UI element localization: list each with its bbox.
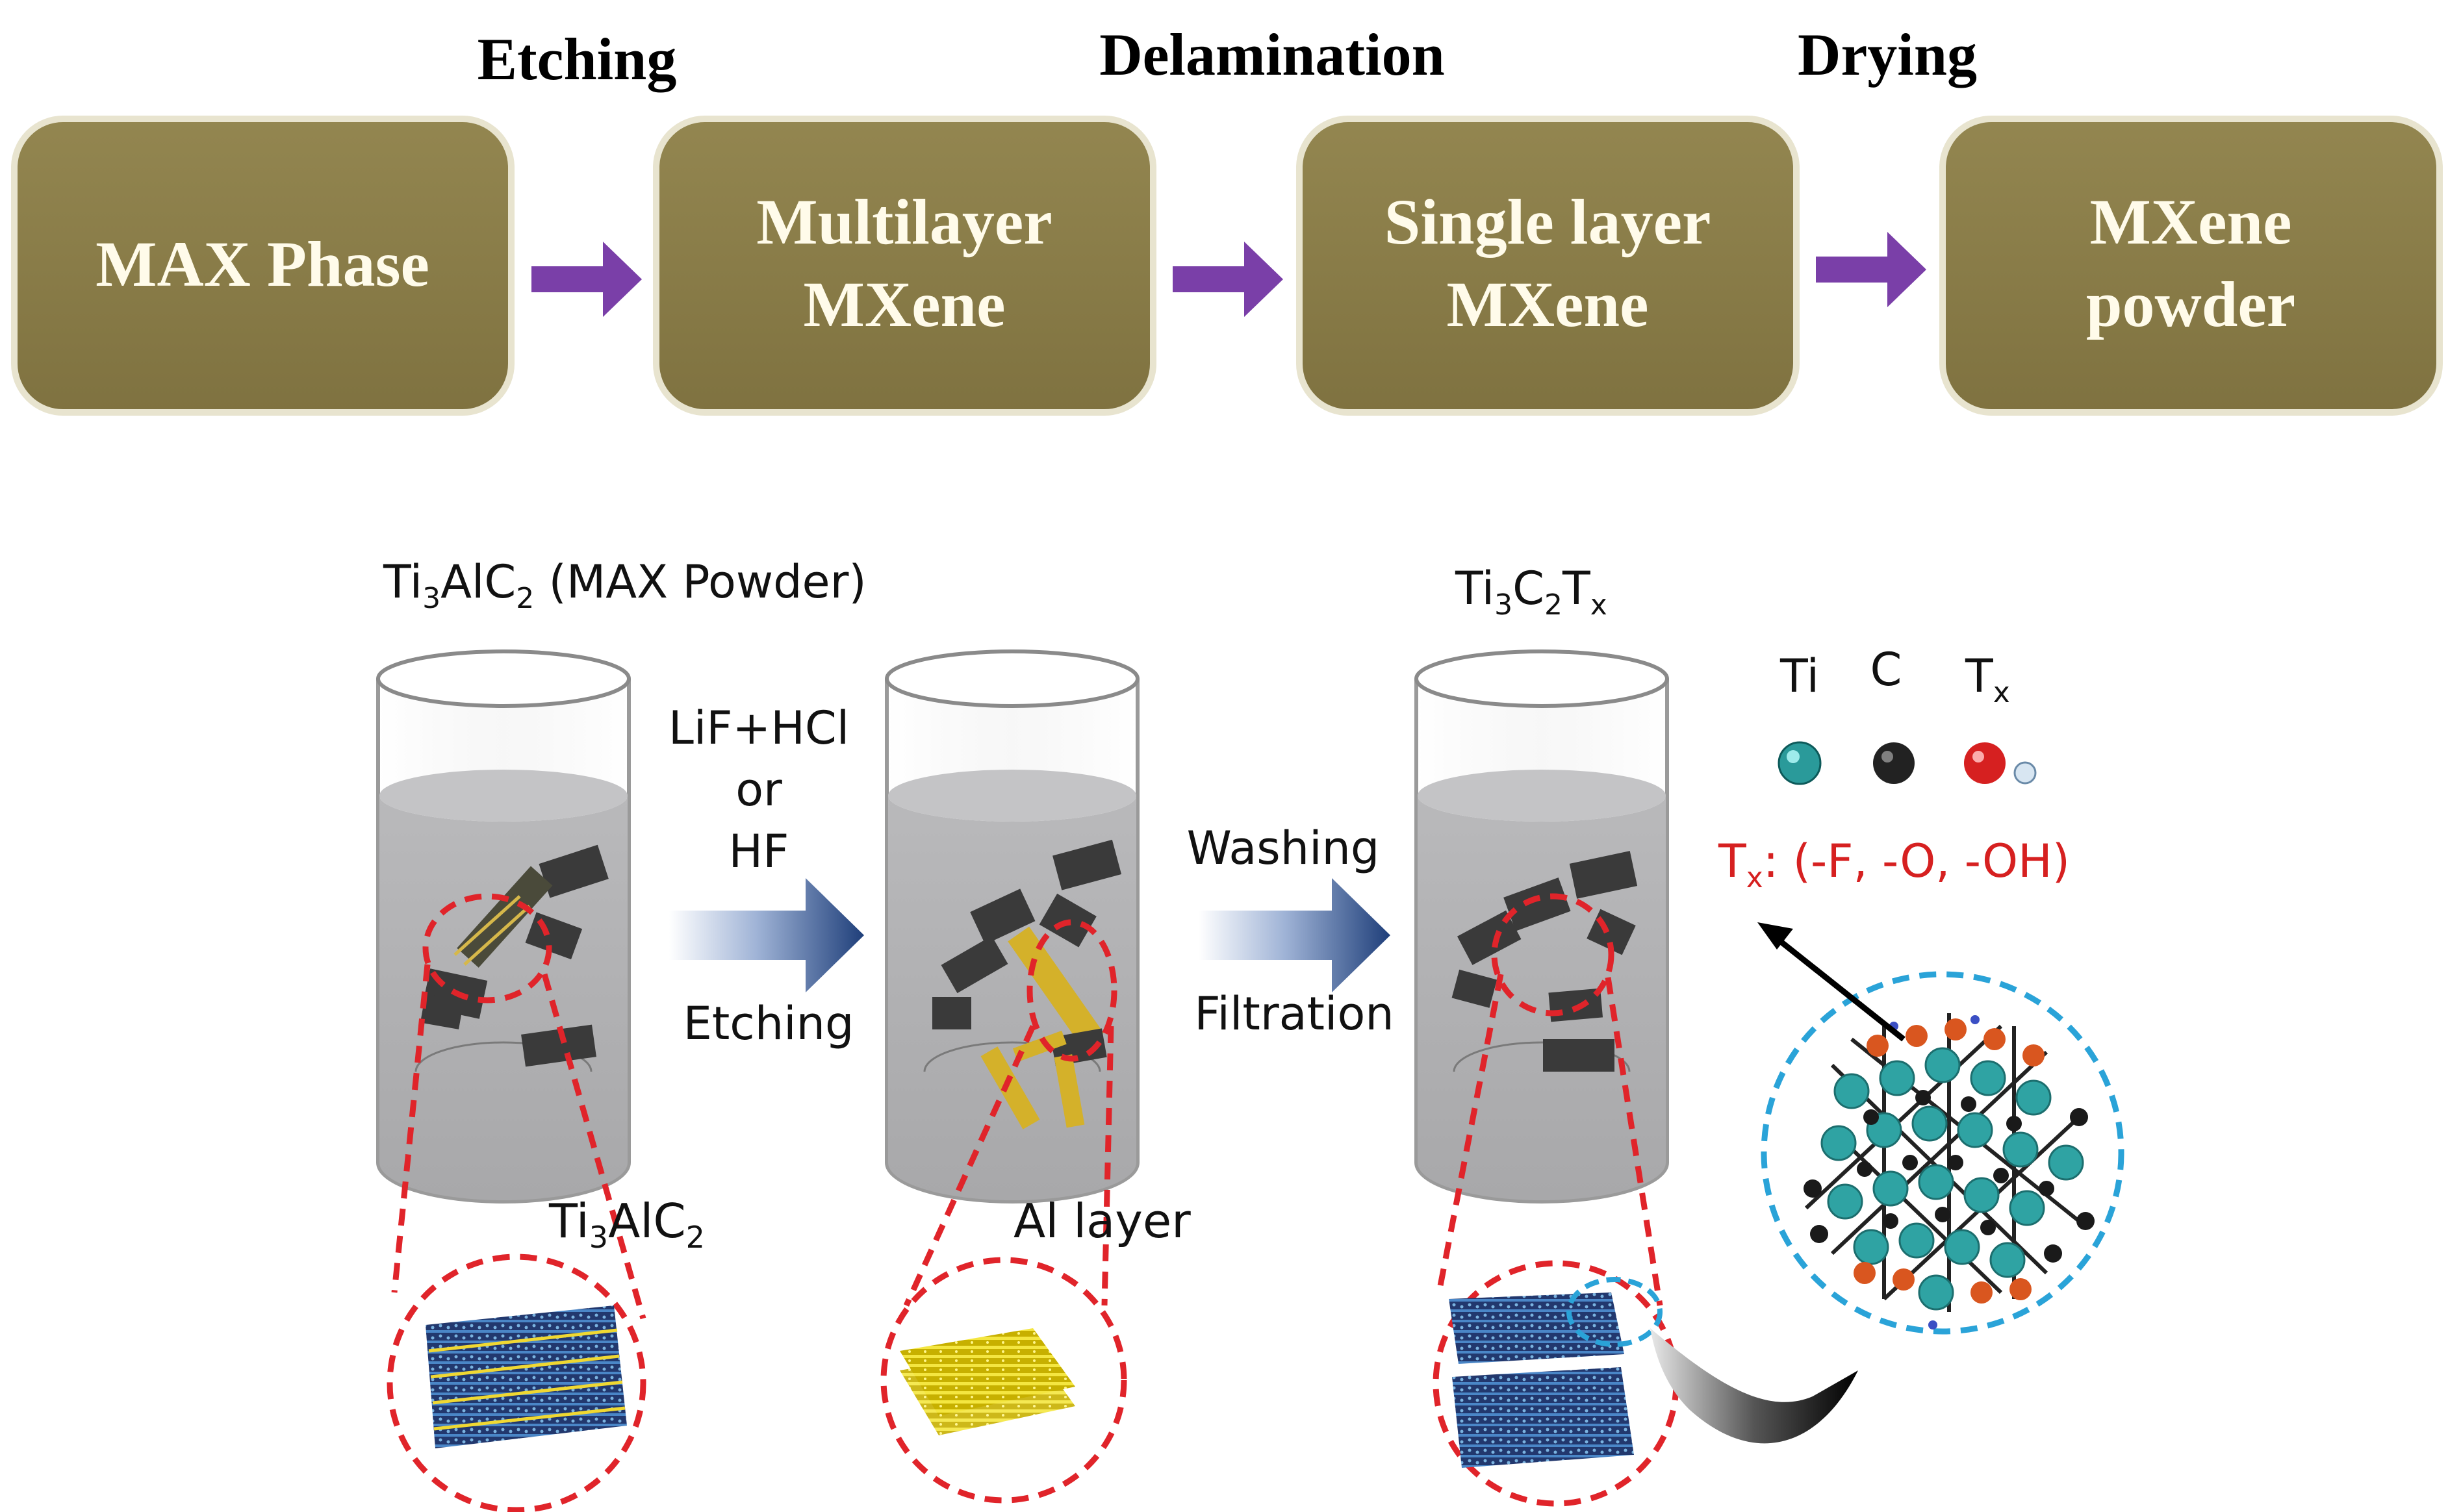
box-max-phase: MAX Phase: [11, 116, 515, 416]
step-label-etching: Etching: [478, 26, 677, 92]
box-max-phase-label: MAX Phase: [96, 228, 429, 300]
pointer-arrow: [1757, 922, 1906, 1042]
arrow-right-icon: [1173, 242, 1283, 317]
box-single-layer-line1: Single layer: [1384, 186, 1711, 258]
step1-reagent-line3: HF: [729, 825, 789, 878]
zoom1-label: Ti3AlC2: [548, 1194, 705, 1255]
arrow-right-icon: [1199, 878, 1390, 992]
mxene-structure-zoom: [1761, 971, 2124, 1335]
box-single-layer-line2: MXene: [1447, 268, 1649, 340]
flow-arrows: [531, 232, 1926, 317]
beaker-1: [376, 649, 631, 1203]
legend-ti-atom: [1778, 741, 1822, 785]
legend-tx-label: Tx: [1965, 649, 2010, 709]
beaker-3: [1414, 649, 1669, 1203]
step-label-drying: Drying: [1798, 21, 1977, 88]
legend-c-label: C: [1870, 643, 1902, 696]
zoom3-blue-dashed-ring: [1566, 1277, 1663, 1347]
zoom-2-content: Al layer: [900, 1194, 1191, 1435]
step1-label-etching: Etching: [683, 997, 854, 1050]
mxene-particles: [1451, 851, 1638, 1072]
arrow-right-icon: [531, 242, 642, 317]
step2-label-washing: Washing: [1187, 822, 1380, 875]
step2-label-filtration: Filtration: [1194, 987, 1394, 1040]
beaker1-title: Ti3AlC2 (MAX Powder): [383, 555, 867, 615]
beaker3-title: Ti3C2Tx: [1455, 562, 1607, 622]
legend-ti-label: Ti: [1779, 649, 1819, 703]
box-multilayer-line2: MXene: [804, 268, 1006, 340]
step1-reagent-line2: or: [735, 763, 782, 816]
step1-annotation: LiF+HCl or HF Etching: [669, 701, 864, 1050]
box-powder-line2: powder: [2086, 268, 2295, 340]
box-multilayer-line1: Multilayer: [756, 186, 1052, 258]
zoom-funnel: [1650, 1328, 1858, 1444]
flow-boxes: MAX Phase Multilayer MXene Single layer …: [11, 116, 2443, 416]
step1-reagent-line1: LiF+HCl: [669, 701, 849, 755]
step-label-delamination: Delamination: [1099, 21, 1445, 88]
beaker-2: [885, 649, 1140, 1203]
box-single-layer-mxene: Single layer MXene: [1296, 116, 1800, 416]
terminations-label: Tx: (-F, -O, -OH): [1718, 835, 2070, 894]
etched-particles: [932, 839, 1122, 1129]
arrow-right-icon: [669, 878, 864, 992]
zoom-1-content: Ti3AlC2: [426, 1194, 705, 1448]
zoom-3-content: [1449, 1277, 1858, 1468]
box-multilayer-mxene: Multilayer MXene: [653, 116, 1156, 416]
step2-annotation: Washing Filtration: [1187, 822, 1394, 1040]
box-powder-line1: MXene: [2090, 186, 2292, 258]
arrow-right-icon: [1816, 232, 1926, 307]
flow-step-labels: Etching Delamination Drying: [478, 21, 1977, 92]
zoom-1: [387, 893, 646, 1512]
zoom-2: [880, 919, 1127, 1504]
tx-atoms: [1854, 1018, 2045, 1304]
atom-legend: Ti C Tx Tx: (-F, -O, -OH): [1718, 643, 2070, 894]
c-atoms: [1804, 1090, 2095, 1263]
zoom2-label: Al layer: [1014, 1194, 1191, 1248]
legend-h-atom: [2013, 761, 2037, 785]
legend-c-atom: [1873, 742, 1915, 784]
legend-o-atom: [1964, 742, 2006, 784]
box-mxene-powder: MXene powder: [1939, 116, 2443, 416]
